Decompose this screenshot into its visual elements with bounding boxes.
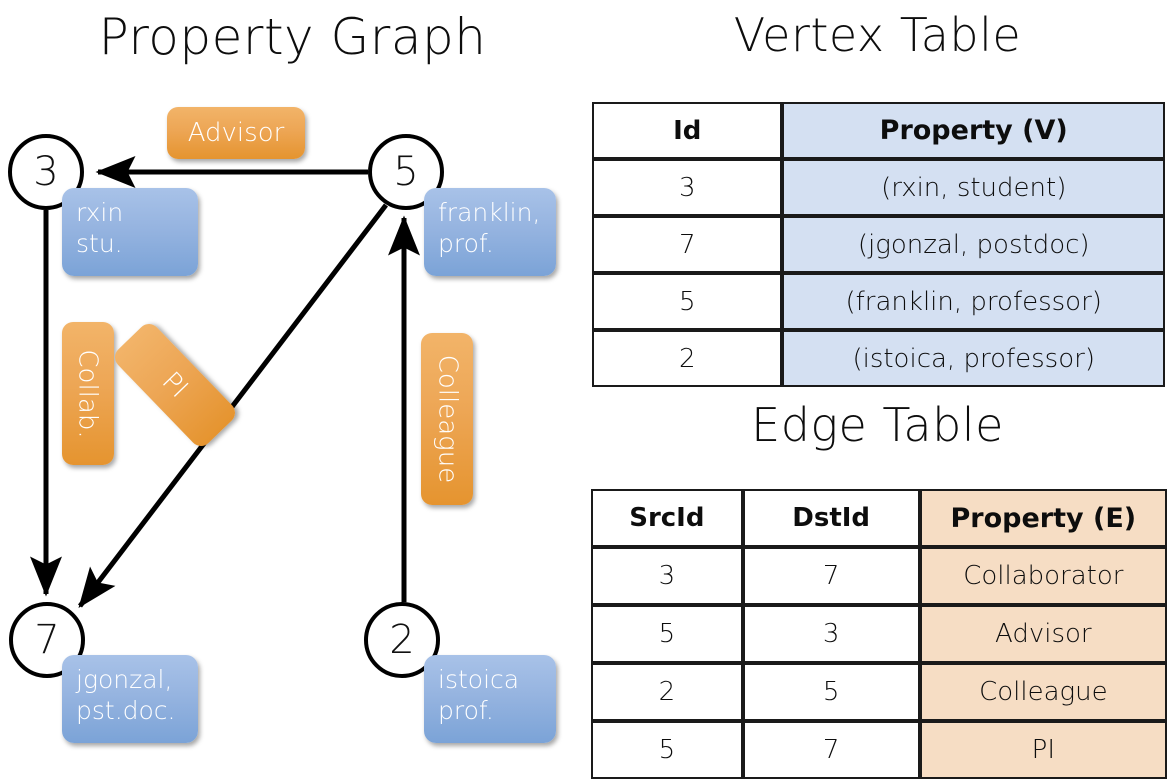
- page-title-property-graph: Property Graph: [98, 8, 487, 66]
- page-title-edge-table: Edge Table: [751, 398, 1004, 452]
- vertex-table-header-row: Id Property (V): [592, 102, 1165, 159]
- edge-table: SrcId DstId Property (E) 3 7 Collaborato…: [591, 489, 1167, 779]
- edge-cell-dstid: 5: [742, 663, 920, 721]
- vertex-property-badge-franklin: franklin, prof.: [424, 188, 556, 276]
- table-row[interactable]: 2 5 Colleague: [591, 663, 1167, 721]
- edge-label-text-colleague: Colleague: [432, 354, 463, 484]
- edge-table-header-dstid: DstId: [742, 489, 920, 547]
- edge-cell-property: Advisor: [919, 605, 1167, 663]
- edge-cell-property: Collaborator: [919, 547, 1167, 605]
- edge-cell-srcid: 5: [591, 605, 743, 663]
- vertex-cell-property: (franklin, professor): [782, 273, 1165, 330]
- edge-cell-srcid: 3: [591, 547, 743, 605]
- table-row[interactable]: 3 (rxin, student): [592, 159, 1165, 216]
- page-title-vertex-table: Vertex Table: [733, 8, 1022, 62]
- edge-table-header-property: Property (E): [919, 489, 1167, 547]
- edge-cell-dstid: 3: [742, 605, 920, 663]
- table-row[interactable]: 2 (istoica, professor): [592, 330, 1165, 387]
- edge-table-header-row: SrcId DstId Property (E): [591, 489, 1167, 547]
- property-graph-diagram: 3 5 7 2 rxin stu. franklin, prof. jgonza…: [0, 0, 585, 760]
- edge-label-text-collab: Collab.: [73, 348, 103, 439]
- edge-cell-dstid: 7: [742, 547, 920, 605]
- table-row[interactable]: 3 7 Collaborator: [591, 547, 1167, 605]
- edge-label-badge-collab: Collab.: [62, 322, 114, 465]
- graph-node-2[interactable]: 2: [364, 602, 440, 678]
- vertex-cell-property: (rxin, student): [782, 159, 1165, 216]
- table-row[interactable]: 5 3 Advisor: [591, 605, 1167, 663]
- vertex-cell-property: (jgonzal, postdoc): [782, 216, 1165, 273]
- edge-cell-srcid: 2: [591, 663, 743, 721]
- table-row[interactable]: 7 (jgonzal, postdoc): [592, 216, 1165, 273]
- edge-label-text-advisor: Advisor: [187, 118, 285, 148]
- vertex-property-badge-jgonzal: jgonzal, pst.doc.: [62, 655, 198, 743]
- edge-label-text-pi: PI: [156, 366, 194, 404]
- vertex-cell-id: 5: [592, 273, 783, 330]
- vertex-table: Id Property (V) 3 (rxin, student) 7 (jgo…: [592, 102, 1165, 387]
- edge-table-header-srcid: SrcId: [591, 489, 743, 547]
- vertex-cell-id: 3: [592, 159, 783, 216]
- vertex-property-badge-istoica: istoica prof.: [424, 655, 556, 743]
- edge-label-badge-advisor: Advisor: [167, 107, 305, 159]
- vertex-property-badge-rxin: rxin stu.: [62, 188, 198, 276]
- table-row[interactable]: 5 7 PI: [591, 721, 1167, 779]
- vertex-cell-id: 7: [592, 216, 783, 273]
- vertex-cell-id: 2: [592, 330, 783, 387]
- edge-cell-srcid: 5: [591, 721, 743, 779]
- edge-cell-dstid: 7: [742, 721, 920, 779]
- graph-node-5[interactable]: 5: [368, 134, 444, 210]
- edge-label-badge-colleague: Colleague: [421, 333, 473, 505]
- table-row[interactable]: 5 (franklin, professor): [592, 273, 1165, 330]
- vertex-table-header-id: Id: [592, 102, 783, 159]
- vertex-table-header-property: Property (V): [782, 102, 1165, 159]
- vertex-cell-property: (istoica, professor): [782, 330, 1165, 387]
- edge-cell-property: PI: [919, 721, 1167, 779]
- edge-cell-property: Colleague: [919, 663, 1167, 721]
